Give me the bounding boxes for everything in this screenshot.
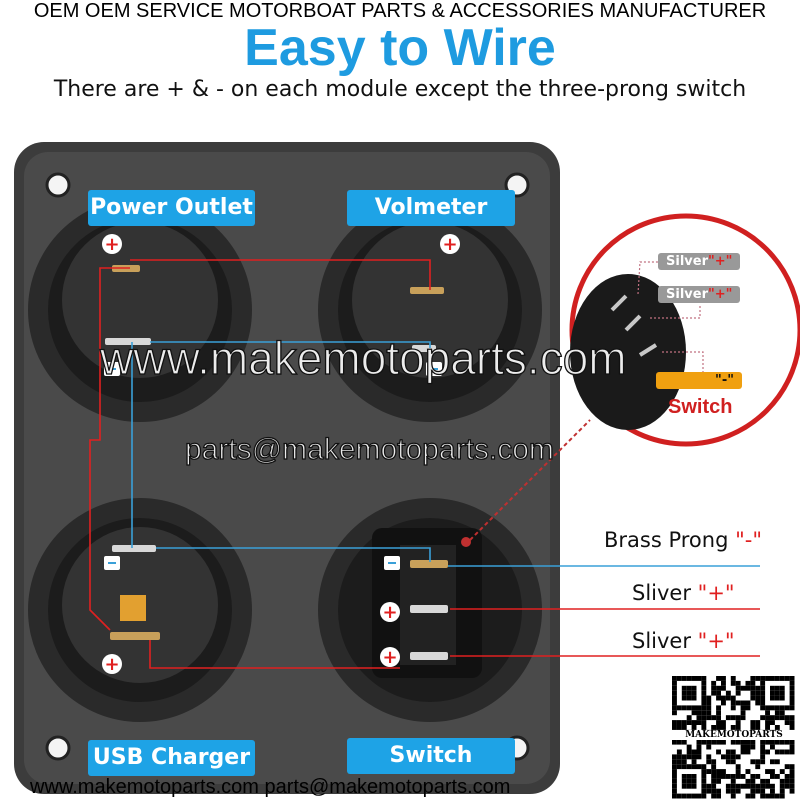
svg-text:+: + xyxy=(104,654,119,675)
plus-marker: + xyxy=(102,654,122,675)
silver-prongs xyxy=(105,338,448,660)
banner-text: OEM OEM SERVICE MOTORBOAT PARTS & ACCESS… xyxy=(33,0,767,22)
minus-marker xyxy=(384,556,400,570)
voltmeter-socket xyxy=(318,198,542,422)
label-sliver-1: Sliver "+" xyxy=(632,581,735,605)
callout-leader xyxy=(469,419,591,541)
subtitle: There are + & - on each module except th… xyxy=(53,77,747,102)
callout-title: Switch xyxy=(668,396,733,418)
minus-marker xyxy=(426,362,442,376)
red-wires xyxy=(89,259,760,669)
label-usb-charger: USB Charger xyxy=(88,740,255,776)
plus-marker: + xyxy=(102,234,122,255)
callout-tag-silver-1: Silver"+" xyxy=(658,253,741,270)
watermark-site: www.makemotoparts.com xyxy=(99,331,627,384)
power-outlet-socket xyxy=(28,198,252,422)
label-power-outlet: Power Outlet xyxy=(88,190,255,226)
svg-text:+: + xyxy=(382,602,397,623)
svg-text:+: + xyxy=(442,234,457,255)
footer-text: www.makemotoparts.com parts@makemotopart… xyxy=(30,776,511,798)
module-sockets xyxy=(28,198,542,722)
qr-caption: MAKEMOTOPARTS xyxy=(672,730,796,740)
svg-text:+: + xyxy=(104,234,119,255)
switch-photo xyxy=(570,274,686,430)
blue-wires xyxy=(131,341,760,567)
plus-marker: + xyxy=(380,647,400,668)
usb-charger-socket xyxy=(28,498,252,722)
plus-marker: + xyxy=(380,602,400,623)
svg-text:+: + xyxy=(382,647,397,668)
callout-tag-silver-2: Silver"+" xyxy=(658,286,741,303)
callout-tag-brass: "-" xyxy=(656,372,742,389)
callout-dot xyxy=(461,537,471,547)
label-sliver-2: Sliver "+" xyxy=(632,629,735,653)
label-switch: Switch xyxy=(347,738,515,774)
page-title: Easy to Wire xyxy=(244,19,556,77)
watermark-email: parts@makemotoparts.com xyxy=(184,432,554,466)
minus-marker xyxy=(104,556,120,570)
minus-marker xyxy=(104,362,120,376)
label-voltmeter: Volmeter xyxy=(347,190,515,226)
plus-marker: + xyxy=(440,234,460,255)
polarity-markers: + + + + + xyxy=(102,234,460,675)
label-brass-prong: Brass Prong "-" xyxy=(604,528,763,552)
